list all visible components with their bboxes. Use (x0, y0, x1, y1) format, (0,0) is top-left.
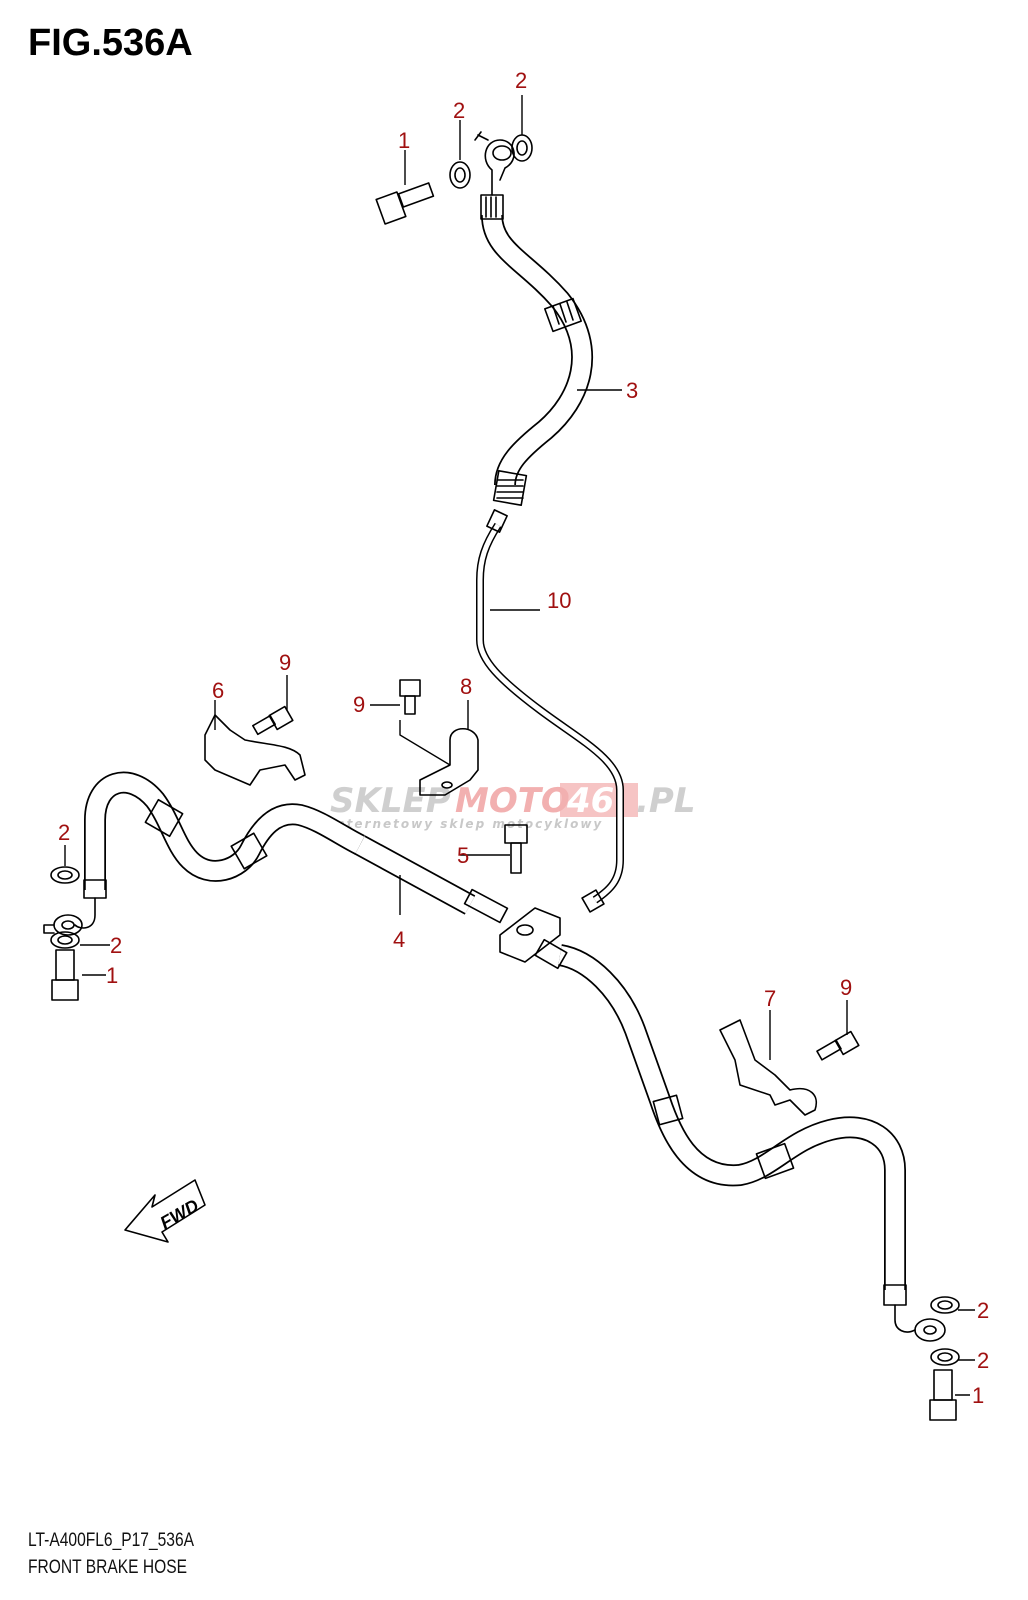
leader-lines (64, 95, 975, 1396)
callout-2: 2 (977, 1348, 989, 1373)
figure-name: FRONT BRAKE HOSE (28, 1557, 188, 1578)
brake-pipe (476, 509, 624, 913)
upper-brake-hose (474, 131, 594, 507)
fwd-arrow: FWD (124, 1179, 206, 1243)
watermark-tagline: internetowy sklep motocyklowy (330, 817, 603, 831)
watermark-brand-b: MOTO (455, 781, 570, 821)
hose-joint (499, 907, 561, 963)
banjo-bolt-left (51, 949, 79, 1001)
bolt-9a (252, 705, 294, 736)
callout-6: 6 (212, 678, 224, 703)
callout-8: 8 (460, 674, 472, 699)
watermark-brand-d: .PL (636, 781, 696, 821)
callout-1: 1 (106, 963, 118, 988)
callout-5: 5 (457, 843, 469, 868)
callout-2: 2 (977, 1298, 989, 1323)
callout-9: 9 (279, 650, 291, 675)
callout-2: 2 (110, 933, 122, 958)
callout-2: 2 (515, 68, 527, 93)
callouts: 1 2 2 3 10 6 9 9 8 5 4 2 2 1 7 9 2 2 1 (58, 68, 989, 1408)
watermark: SKLEP MOTO 46 .PL internetowy sklep moto… (330, 781, 696, 831)
callout-1: 1 (972, 1383, 984, 1408)
clamp-8 (419, 727, 479, 796)
watermark-red-box (560, 783, 638, 817)
left-brake-hose (43, 771, 509, 936)
watermark-brand-a: SKLEP (330, 781, 451, 821)
callout-2: 2 (453, 98, 465, 123)
figure-code: LT-A400FL6_P17_536A (28, 1530, 195, 1551)
bolt-9c (816, 1030, 860, 1061)
callout-2: 2 (58, 820, 70, 845)
bolt-5 (504, 824, 528, 874)
bracket-7 (719, 1019, 817, 1116)
callout-9: 9 (353, 692, 365, 717)
bracket-6 (204, 714, 306, 786)
right-brake-hose (534, 938, 946, 1342)
bolt-9b (399, 679, 421, 715)
washers (50, 134, 960, 1366)
callout-9: 9 (840, 975, 852, 1000)
fwd-label: FWD (157, 1195, 202, 1233)
callout-4: 4 (393, 927, 405, 952)
banjo-bolt-right (929, 1369, 957, 1421)
banjo-bolt-top (375, 182, 435, 225)
callout-7: 7 (764, 986, 776, 1011)
callout-1: 1 (398, 128, 410, 153)
callout-10: 10 (547, 588, 571, 613)
figure-title: FIG.536A (28, 22, 193, 64)
callout-3: 3 (626, 378, 638, 403)
watermark-brand-c: 46 (566, 781, 614, 821)
